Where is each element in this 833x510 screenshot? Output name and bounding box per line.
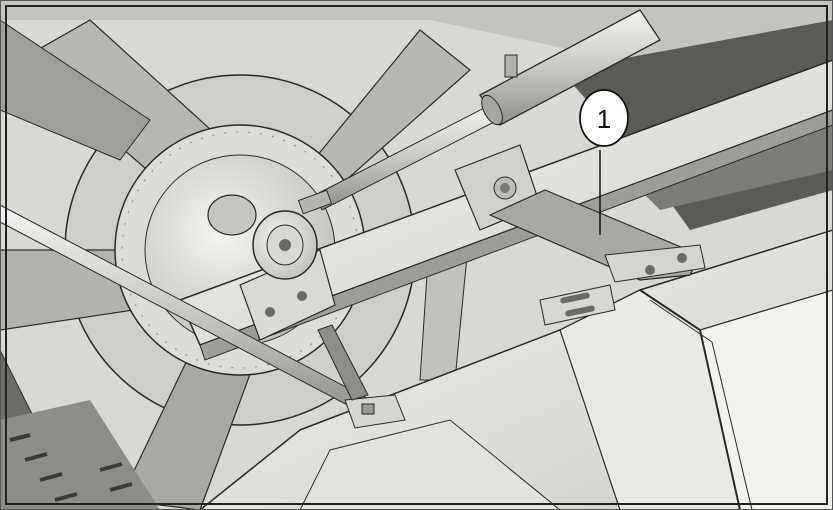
callout-bubble xyxy=(579,89,629,147)
lower-link xyxy=(317,324,369,401)
pulley-assembly xyxy=(207,189,333,280)
floor-grating xyxy=(0,400,160,510)
bracket-item-1 xyxy=(488,189,706,283)
callout-1: 1 xyxy=(579,89,629,235)
slotted-plate xyxy=(539,284,616,326)
figure-frame xyxy=(5,5,828,505)
callout-label: 1 xyxy=(597,104,611,134)
lower-housing xyxy=(198,229,833,510)
long-rod xyxy=(0,204,406,429)
